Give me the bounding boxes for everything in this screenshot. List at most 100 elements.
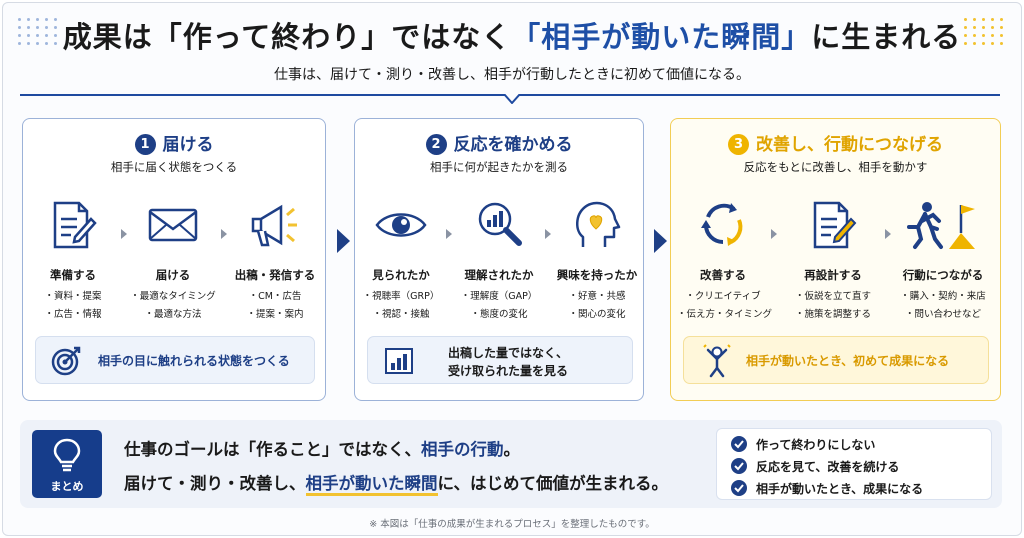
divider-notch-icon (504, 94, 520, 104)
chevron-right-icon (446, 229, 452, 239)
column-title: 再設計する (804, 268, 862, 282)
summary-text: に、はじめて価値が生まれる。 (437, 474, 669, 493)
step-column: 届ける ・最適なタイミング ・最適な方法 (127, 197, 219, 320)
eye-icon (375, 213, 427, 237)
step-column: 興味を持ったか ・好意・共感 ・関心の変化 (551, 197, 643, 320)
column-item: ・購入・契約・来店 (900, 291, 986, 302)
footnote: ※ 本図は「仕事の成果が生まれるプロセス」を整理したものです。 (369, 519, 655, 530)
title-part2: に生まれる (811, 20, 962, 54)
envelope-icon (148, 208, 198, 242)
flow-arrow-icon (337, 229, 350, 253)
step-column: 理解されたか ・理解度（GAP） ・態度の変化 (453, 197, 545, 320)
cycle-arrows-icon (701, 203, 743, 246)
magnifier-chart-icon (478, 202, 522, 246)
column-title: 準備する (50, 268, 96, 282)
card-callout: 出稿した量ではなく、 受け取られた量を見る (367, 336, 633, 384)
decorative-dots-left (18, 18, 58, 45)
summary-text: 届けて・測り・改善し、 (124, 474, 306, 493)
column-title: 見られたか (372, 268, 430, 282)
column-title: 出稿・発信する (234, 268, 316, 282)
step-card-measure: 2 反応を確かめる 相手に何が起きたかを測る 見られたか ・視聴率（GRP） ・視… (354, 118, 644, 401)
column-item: ・最適な方法 (144, 309, 202, 320)
card-subtitle: 相手に何が起きたかを測る (430, 160, 568, 174)
summary-badge: まとめ (32, 430, 102, 498)
card-subtitle: 相手に届く状態をつくる (110, 160, 238, 174)
step-column: 準備する ・資料・提案 ・広告・情報 (27, 197, 119, 320)
step-column: 行動につながる ・購入・契約・来店 ・問い合わせなど (897, 197, 989, 320)
card-subtitle: 反応をもとに改善し、相手を動かす (743, 160, 928, 174)
title-part1: 成果は「作って終わり」ではなく (62, 20, 512, 54)
step-column: 改善する ・クリエイティブ ・伝え方・タイミング (677, 197, 773, 320)
runner-flag-icon (907, 202, 975, 249)
step-column: 見られたか ・視聴率（GRP） ・視認・接触 (355, 197, 447, 320)
summary-text: 。 (503, 440, 521, 459)
column-item: ・関心の変化 (568, 309, 626, 320)
card-title: 2 反応を確かめる (355, 130, 643, 155)
page-subtitle: 仕事は、届けて・測り・改善し、相手が行動したときに初めて価値になる。 (274, 67, 750, 83)
chevron-right-icon (121, 229, 127, 239)
step-card-improve: 3 改善し、行動につなげる 反応をもとに改善し、相手を動かす 改善する ・クリエイ… (670, 118, 1001, 401)
person-cheer-icon (703, 344, 731, 378)
callout-text: 相手の目に触れられる状態をつくる (98, 354, 290, 368)
chevron-right-icon (221, 229, 227, 239)
check-circle-icon (731, 480, 747, 496)
column-item: ・問い合わせなど (904, 309, 981, 320)
column-item: ・CM・広告 (248, 291, 302, 302)
column-title: 興味を持ったか (556, 268, 638, 282)
column-item: ・最適なタイミング (130, 291, 216, 302)
decorative-dots-right (964, 18, 1004, 45)
title-highlight: 「相手が動いた瞬間」 (511, 20, 812, 54)
summary-checklist: 作って終わりにしない 反応を見て、改善を続ける 相手が動いたとき、成果になる (716, 428, 992, 500)
callout-line: 受け取られた量を見る (448, 364, 569, 378)
checklist-item: 反応を見て、改善を続ける (731, 458, 899, 475)
callout-text: 相手が動いたとき、初めて成果になる (746, 354, 950, 368)
megaphone-icon (251, 204, 297, 247)
summary-text: 仕事のゴールは「作ること」ではなく、 (124, 440, 421, 459)
column-item: ・広告・情報 (44, 309, 102, 320)
column-item: ・態度の変化 (470, 309, 528, 320)
column-title: 行動につながる (902, 268, 984, 282)
checklist-item: 相手が動いたとき、成果になる (731, 480, 923, 497)
column-title: 改善する (700, 268, 746, 282)
card-title-text: 改善し、行動につなげる (756, 135, 943, 155)
summary-badge-label: まとめ (50, 480, 84, 493)
card-title-text: 反応を確かめる (453, 135, 573, 155)
summary-panel: まとめ 仕事のゴールは「作ること」ではなく、相手の行動。 届けて・測り・改善し、… (20, 420, 1002, 508)
column-item: ・提案・案内 (246, 309, 304, 320)
page-title: 成果は「作って終わり」ではなく「相手が動いた瞬間」に生まれる (0, 14, 1024, 56)
checklist-item: 作って終わりにしない (731, 436, 875, 453)
callout-text: 出稿した量ではなく、 受け取られた量を見る (448, 344, 568, 380)
column-item: ・視聴率（GRP） (362, 291, 440, 302)
summary-line-1: 仕事のゴールは「作ること」ではなく、相手の行動。 (124, 436, 520, 460)
column-item: ・理解度（GAP） (460, 291, 538, 302)
chevron-right-icon (545, 229, 551, 239)
step-number: 3 (728, 134, 749, 155)
card-title-text: 届ける (162, 135, 214, 155)
step-column: 出稿・発信する ・CM・広告 ・提案・案内 (229, 197, 321, 320)
head-heart-icon (576, 201, 621, 247)
summary-highlight: 相手の行動 (421, 440, 504, 459)
check-circle-icon (731, 436, 747, 452)
chevron-right-icon (771, 229, 777, 239)
summary-line-2: 届けて・測り・改善し、相手が動いた瞬間に、はじめて価値が生まれる。 (124, 470, 669, 496)
document-pen-icon (813, 201, 857, 249)
column-item: ・資料・提案 (44, 291, 102, 302)
column-item: ・施策を調整する (794, 309, 871, 320)
column-item: ・好意・共感 (568, 291, 626, 302)
step-column: 再設計する ・仮説を立て直す ・施策を調整する (787, 197, 879, 320)
column-title: 届ける (155, 268, 191, 282)
callout-line: 出稿した量ではなく、 (448, 346, 569, 360)
step-number: 2 (425, 134, 447, 155)
column-item: ・視認・接触 (372, 309, 430, 320)
summary-highlight: 相手が動いた瞬間 (305, 474, 438, 496)
checklist-text: 相手が動いたとき、成果になる (756, 482, 924, 496)
column-item: ・伝え方・タイミング (677, 309, 773, 320)
card-title: 3 改善し、行動につなげる (671, 130, 1000, 155)
checklist-text: 作って終わりにしない (756, 438, 876, 452)
card-callout: 相手の目に触れられる状態をつくる (35, 336, 315, 384)
target-icon (51, 346, 81, 376)
column-title: 理解されたか (464, 268, 534, 282)
lightbulb-icon (53, 438, 81, 472)
column-item: ・仮説を立て直す (794, 291, 871, 302)
